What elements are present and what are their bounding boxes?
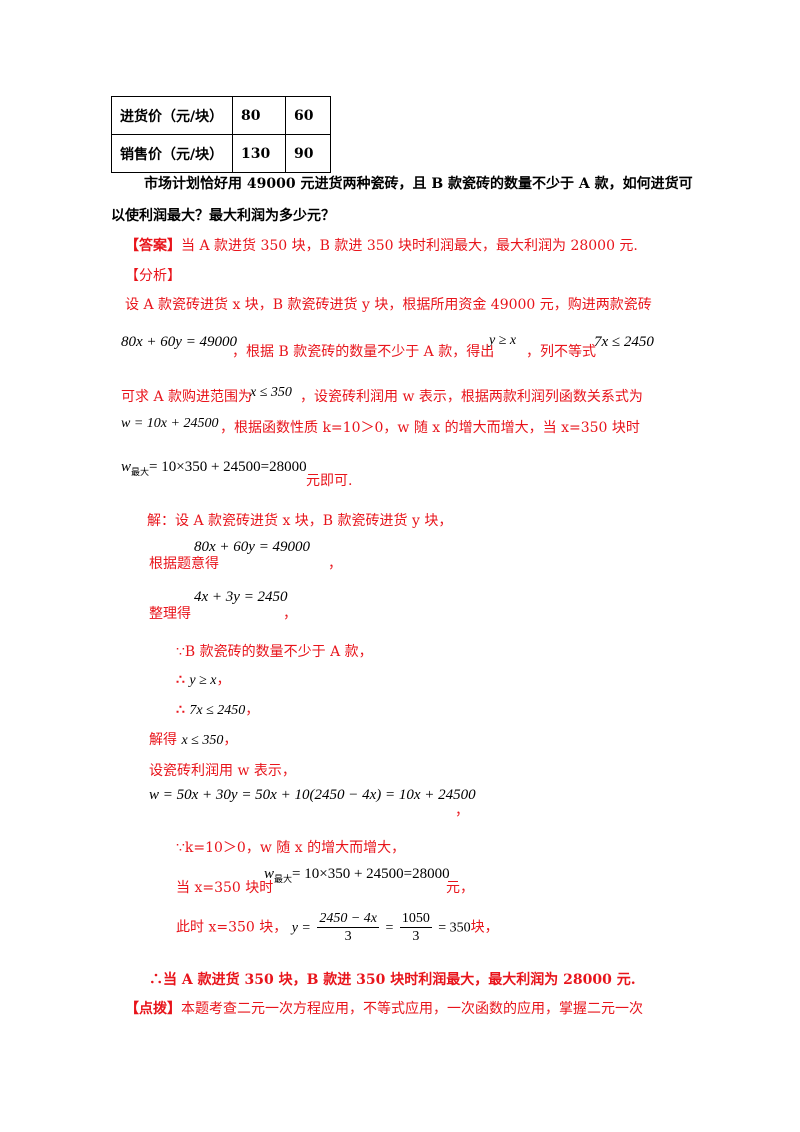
solution-ineq1: y ≥ x [189,673,217,688]
analysis-tag: 【分析】 [125,268,181,284]
solution-eq4: w最大= 10×350 + 24500=28000 [264,866,450,884]
solution-comma-3: ， [216,672,231,688]
row-label: 销售价（元/块） [111,134,233,173]
solution-line-9: ∵k=10＞0，w 随 x 的增大而增大， [176,840,406,856]
table-row: 销售价（元/块） 130 90 [111,134,331,173]
analysis-p1: 设 A 款瓷砖进货 x 块，B 款瓷砖进货 y 块，根据所用资金 49000 元… [125,297,652,313]
question-line-2: 以使利润最大？最大利润为多少元？ [111,208,335,224]
row-label: 进货价（元/块） [111,96,233,135]
solution-line-6: ∴ 7x ≤ 2450， [176,699,259,719]
table-row: 进货价（元/块） 80 60 [111,96,331,135]
fraction-1-denominator: 3 [344,929,352,944]
solution-comma-5: ， [223,732,238,748]
fraction-2-numerator: 1050 [399,911,432,928]
analysis-p3a: 可求 A 款购进范围为 [121,389,253,405]
answer-tag: 【答案】 [125,238,181,254]
solution-line-3: 整理得 [149,606,191,622]
solution-line-2: 根据题意得 [149,556,219,572]
solution-line-10: 当 x=350 块时 [176,880,274,896]
answer-text: 当 A 款进货 350 块，B 款进 350 块时利润最大，最大利润为 2800… [181,238,638,254]
cell-b: 60 [285,96,331,135]
solution-line-4: ∵B 款瓷砖的数量不少于 A 款， [176,644,373,660]
solution-kuai: 块， [470,919,499,936]
analysis-p2b: ，列不等式 [526,344,596,360]
cell-a: 80 [232,96,286,135]
solution-jiede: 解得 [149,732,177,748]
solution-comma-2: ， [283,606,297,622]
w-subscript: 最大 [274,874,293,884]
cell-a: 130 [232,134,286,173]
analysis-ineq1: y ≥ x [489,333,517,348]
y-equals: y = [291,920,311,936]
solution-ineq3: x ≤ 350 [181,733,224,748]
analysis-p2a: ，根据 B 款瓷砖的数量不少于 A 款，得出 [232,344,495,360]
fraction-2: 1050 3 [399,910,432,945]
solution-comma-1: ， [328,556,342,572]
solution-line-7: 解得 x ≤ 350， [149,729,237,749]
comment: 【点拨】本题考查二元一次方程应用，不等式应用，一次函数的应用，掌握二元一次 [125,998,643,1018]
solution-line-8: 设瓷砖利润用 w 表示， [149,763,296,779]
fraction-2-denominator: 3 [412,929,420,944]
solution-yuan: 元， [446,880,474,896]
comment-text: 本题考查二元一次方程应用，不等式应用，一次函数的应用，掌握二元一次 [181,1001,643,1017]
analysis-ineq3: x ≤ 350 [250,385,292,400]
equals-sign: = [385,920,394,936]
therefore-symbol: ∴ [176,672,185,688]
solution-ineq2: 7x ≤ 2450 [189,703,246,718]
fraction-1-numerator: 2450 − 4x [317,911,379,928]
price-table: 进货价（元/块） 80 60 销售价（元/块） 130 90 [111,96,331,173]
fraction-1: 2450 − 4x 3 [317,910,379,945]
analysis-ineq2: 7x ≤ 2450 [594,334,654,350]
analysis-eq2: w = 10x + 24500 [121,416,219,431]
comment-tag: 【点拨】 [125,1001,181,1017]
analysis-p5: 元即可. [306,473,353,489]
solution-eq4-body: = 10×350 + 24500=28000 [292,866,450,882]
question-line-1: 市场计划恰好用 49000 元进货两种瓷砖，且 B 款瓷砖的数量不少于 A 款，… [144,176,693,192]
w-subscript: 最大 [131,467,150,477]
solution-conclusion: ∴当 A 款进货 350 块，B 款进 350 块时利润最大，最大利润为 280… [149,972,636,988]
solution-line-1: 解：设 A 款瓷砖进货 x 块，B 款瓷砖进货 y 块， [147,513,453,529]
solution-cishi: 此时 x=350 块， [176,919,288,936]
analysis-p4: ，根据函数性质 k=10＞0，w 随 x 的增大而增大，当 x=350 块时 [220,420,640,436]
answer: 【答案】当 A 款进货 350 块，B 款进 350 块时利润最大，最大利润为 … [125,235,638,255]
result-350: = 350 [438,920,471,936]
analysis-eq1: 80x + 60y = 49000 [121,334,238,350]
solution-eq2: 4x + 3y = 2450 [194,589,288,605]
solution-comma-6: ， [455,803,469,819]
solution-eq3: w = 50x + 30y = 50x + 10(2450 − 4x) = 10… [149,787,476,803]
solution-line-11: 此时 x=350 块， y = 2450 − 4x 3 = 1050 3 = 3… [176,910,499,946]
analysis-eq3-body: = 10×350 + 24500=28000 [149,459,307,475]
analysis-eq3: w最大= 10×350 + 24500=28000 [121,459,307,477]
solution-eq1: 80x + 60y = 49000 [194,539,311,555]
solution-comma-4: ， [245,702,260,718]
therefore-symbol: ∴ [176,702,185,718]
w-symbol: w [121,459,132,475]
cell-b: 90 [285,134,331,173]
solution-line-5: ∴ y ≥ x， [176,669,231,689]
analysis-p3b: ，设瓷砖利润用 w 表示，根据两款利润列函数关系式为 [300,389,643,405]
w-symbol: w [264,866,275,882]
